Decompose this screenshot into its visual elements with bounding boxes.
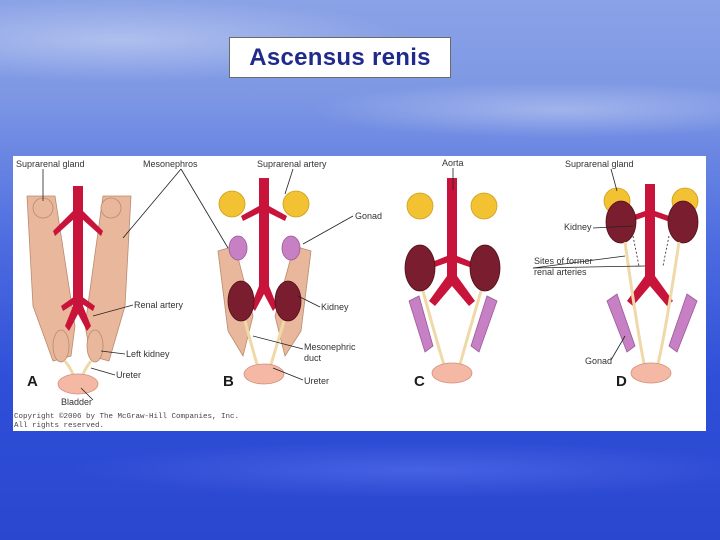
slide-title-box: Ascensus renis	[229, 37, 451, 78]
label-ureter-a: Ureter	[116, 370, 141, 380]
label-kidney-d: Kidney	[564, 222, 592, 232]
copyright-line-2: All rights reserved.	[14, 422, 104, 430]
gonad-b-left	[229, 236, 247, 260]
label-bladder: Bladder	[61, 397, 92, 407]
label-mesonephric-duct-2: duct	[304, 353, 322, 363]
label-suprarenal-gland-a: Suprarenal gland	[16, 159, 85, 169]
gonad-c-left	[409, 296, 433, 352]
label-mesonephric-duct-1: Mesonephric	[304, 342, 356, 352]
suprarenal-gland-b-left	[219, 191, 245, 217]
bladder-c	[432, 363, 472, 383]
bladder-d	[631, 363, 671, 383]
kidney-d-right	[668, 201, 698, 243]
bladder-b	[244, 364, 284, 384]
panel-a-drawing	[27, 186, 131, 394]
bladder-a	[58, 374, 98, 394]
panel-b-drawing	[218, 178, 311, 384]
label-suprarenal-artery: Suprarenal artery	[257, 159, 327, 169]
suprarenal-gland-c-right	[471, 193, 497, 219]
label-left-kidney: Left kidney	[126, 349, 170, 359]
kidney-ascent-figure: Suprarenal gland Mesonephros Suprarenal …	[13, 156, 706, 431]
kidney-c-right	[470, 245, 500, 291]
slide-title: Ascensus renis	[249, 44, 431, 72]
label-aorta: Aorta	[442, 158, 464, 168]
panel-letter-b: B	[223, 373, 234, 390]
panel-letter-c: C	[414, 373, 425, 390]
kidney-d-left	[606, 201, 636, 243]
label-kidney-b: Kidney	[321, 302, 349, 312]
gonad-b-right	[282, 236, 300, 260]
left-kidney-a	[53, 330, 69, 362]
panel-c-drawing	[405, 178, 500, 383]
suprarenal-gland-b-right	[283, 191, 309, 217]
panel-letter-d: D	[616, 373, 627, 390]
suprarenal-gland-c-left	[407, 193, 433, 219]
kidney-b-left	[228, 281, 254, 321]
panel-letter-a: A	[27, 373, 38, 390]
gonad-c-right	[471, 296, 497, 352]
kidney-b-right	[275, 281, 301, 321]
label-gonad-d: Gonad	[585, 356, 612, 366]
right-kidney-a	[87, 330, 103, 362]
copyright-line-1: Copyright ©2006 by The McGraw-Hill Compa…	[14, 412, 239, 421]
gonad-d-right	[669, 294, 697, 352]
kidney-c-left	[405, 245, 435, 291]
label-sites-former-2: renal arteries	[534, 267, 587, 277]
label-renal-artery: Renal artery	[134, 300, 184, 310]
label-mesonephros: Mesonephros	[143, 159, 198, 169]
label-ureter-b: Ureter	[304, 376, 329, 386]
leader-lines	[43, 168, 645, 400]
kidney-ascent-diagram: Suprarenal gland Mesonephros Suprarenal …	[13, 156, 706, 431]
label-sites-former-1: Sites of former	[534, 256, 593, 266]
label-suprarenal-gland-d: Suprarenal gland	[565, 159, 634, 169]
panel-d-drawing	[604, 184, 698, 383]
suprarenal-gland-a-right	[101, 198, 121, 218]
label-gonad-b: Gonad	[355, 211, 382, 221]
